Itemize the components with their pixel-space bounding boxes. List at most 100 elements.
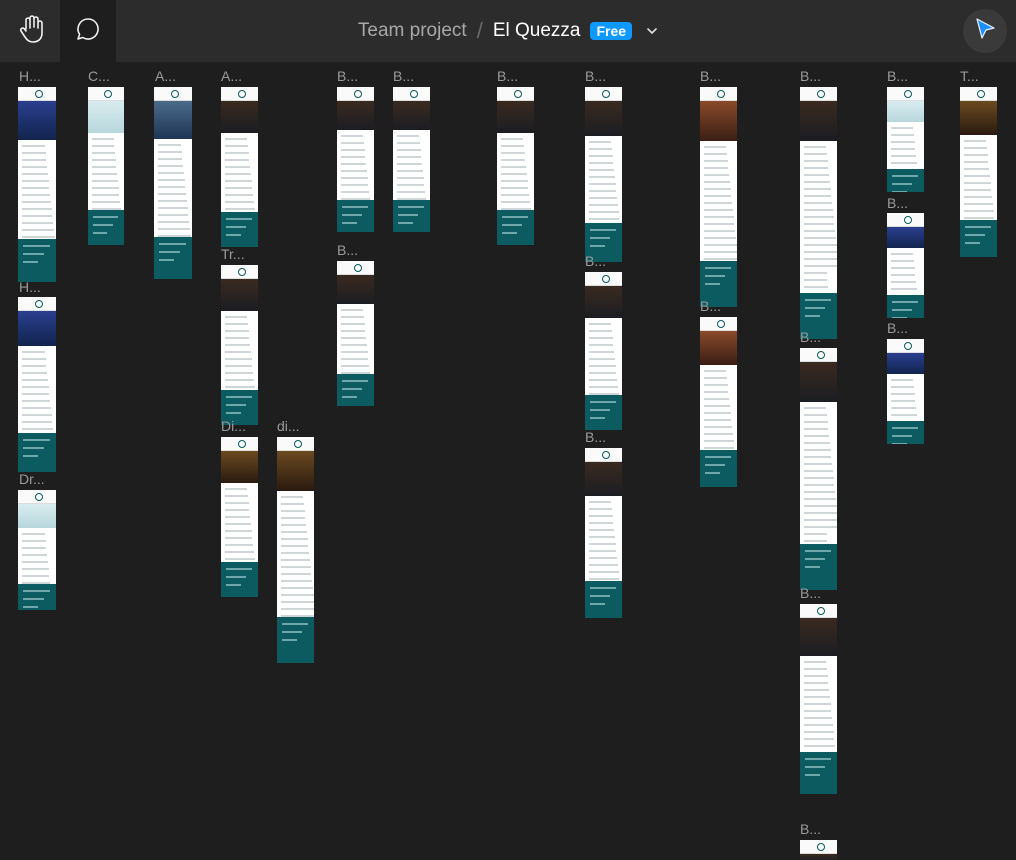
frame-content: [88, 133, 124, 210]
frame-label[interactable]: B...: [497, 68, 519, 84]
frame-label[interactable]: B...: [800, 821, 822, 837]
frame-label[interactable]: B...: [585, 68, 607, 84]
artboard-frame[interactable]: [887, 213, 924, 318]
artboard-frame[interactable]: [700, 317, 737, 487]
artboard-frame[interactable]: [18, 297, 56, 472]
frame-hero-image: [497, 101, 534, 133]
frame-hero-image: [887, 353, 924, 374]
frame-label[interactable]: B...: [887, 320, 909, 336]
frame-label[interactable]: B...: [700, 68, 722, 84]
artboard-frame[interactable]: [154, 87, 192, 279]
frame-label[interactable]: B...: [800, 68, 822, 84]
frame-footer: [337, 374, 374, 406]
frame-label[interactable]: C...: [88, 68, 110, 84]
chevron-down-icon[interactable]: [646, 24, 658, 38]
frame-content: [221, 311, 258, 390]
artboard-frame[interactable]: [960, 87, 997, 257]
artboard-frame[interactable]: [221, 265, 258, 425]
frame-nav-bar: [154, 87, 192, 101]
frame-hero-image: [700, 331, 737, 365]
frame-hero-image: [700, 101, 737, 141]
artboard-frame[interactable]: [800, 87, 837, 339]
team-link[interactable]: Team project: [357, 20, 467, 41]
frame-content: [887, 122, 924, 169]
frame-label[interactable]: B...: [887, 68, 909, 84]
frame-content: [887, 248, 924, 295]
frame-label[interactable]: B...: [337, 68, 359, 84]
hand-tool-button[interactable]: [4, 0, 60, 62]
frame-footer: [700, 261, 737, 307]
frame-label[interactable]: B...: [887, 195, 909, 211]
frame-label[interactable]: T...: [960, 68, 979, 84]
artboard-frame[interactable]: [800, 604, 837, 794]
frame-label[interactable]: di...: [277, 418, 300, 434]
artboard-frame[interactable]: [887, 87, 924, 192]
frame-footer: [585, 223, 622, 262]
artboard-frame[interactable]: [800, 840, 837, 860]
frame-footer: [221, 390, 258, 425]
artboard-frame[interactable]: [700, 87, 737, 307]
artboard-frame[interactable]: [277, 437, 314, 663]
frame-label[interactable]: Dr...: [19, 471, 45, 487]
frame-hero-image: [585, 462, 622, 496]
frame-footer: [800, 293, 837, 339]
frame-content: [800, 141, 837, 293]
frame-hero-image: [393, 101, 430, 130]
frame-nav-bar: [800, 87, 837, 101]
frame-nav-bar: [221, 437, 258, 451]
comment-tool-button[interactable]: [60, 0, 116, 62]
frame-footer: [221, 212, 258, 247]
file-name[interactable]: El Quezza: [492, 20, 581, 41]
frame-label[interactable]: B...: [393, 68, 415, 84]
comment-bubble-icon: [75, 16, 101, 47]
frame-label[interactable]: A...: [155, 68, 177, 84]
artboard-frame[interactable]: [585, 87, 622, 262]
frame-label[interactable]: A...: [221, 68, 243, 84]
frame-nav-bar: [18, 490, 56, 504]
frame-content: [18, 140, 56, 239]
artboard-frame[interactable]: [18, 87, 56, 282]
frame-nav-bar: [585, 272, 622, 286]
frame-hero-image: [585, 286, 622, 318]
frame-label[interactable]: H...: [19, 68, 41, 84]
artboard-frame[interactable]: [497, 87, 534, 245]
frame-nav-bar: [800, 840, 837, 854]
frame-footer: [337, 200, 374, 232]
artboard-frame[interactable]: [800, 348, 837, 590]
present-button[interactable]: [963, 9, 1007, 53]
artboard-frame[interactable]: [18, 490, 56, 610]
frame-footer: [700, 450, 737, 487]
frame-footer: [800, 752, 837, 794]
artboard-frame[interactable]: [393, 87, 430, 232]
artboard-frame[interactable]: [887, 339, 924, 444]
frame-label[interactable]: B...: [337, 242, 359, 258]
frame-label[interactable]: B...: [585, 429, 607, 445]
frame-label[interactable]: Di...: [221, 418, 246, 434]
frame-hero-image: [221, 279, 258, 311]
frame-hero-image: [337, 275, 374, 304]
artboard-frame[interactable]: [221, 437, 258, 597]
frame-content: [337, 304, 374, 374]
frame-nav-bar: [800, 348, 837, 362]
frame-label[interactable]: H...: [19, 279, 41, 295]
frame-footer: [277, 617, 314, 663]
artboard-frame[interactable]: [585, 448, 622, 618]
design-canvas[interactable]: H... H... Dr... C... A... A... Tr... Di... di...…: [0, 62, 1016, 860]
frame-footer: [393, 200, 430, 232]
frame-hero-image: [800, 362, 837, 402]
artboard-frame[interactable]: [221, 87, 258, 247]
frame-content: [700, 141, 737, 261]
artboard-frame[interactable]: [585, 272, 622, 430]
frame-content: [585, 136, 622, 223]
cursor-arrow-icon: [972, 16, 998, 47]
frame-label[interactable]: B...: [585, 253, 607, 269]
frame-content: [221, 133, 258, 212]
artboard-frame[interactable]: [337, 261, 374, 406]
artboard-frame[interactable]: [337, 87, 374, 232]
frame-label[interactable]: Tr...: [221, 246, 245, 262]
frame-label[interactable]: B...: [700, 298, 722, 314]
artboard-frame[interactable]: [88, 87, 124, 245]
frame-footer: [960, 220, 997, 257]
frame-label[interactable]: B...: [800, 585, 822, 601]
frame-label[interactable]: B...: [800, 329, 822, 345]
